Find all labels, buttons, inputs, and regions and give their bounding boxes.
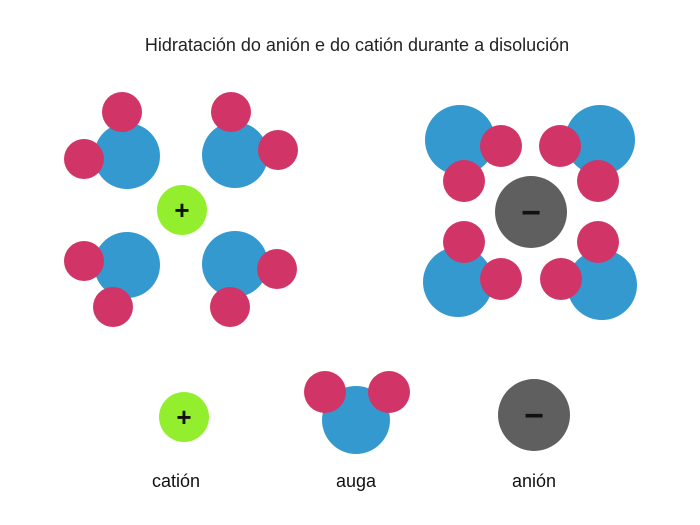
- legend-label-cation: catión: [152, 471, 200, 491]
- anion-minus-sign: −: [524, 397, 544, 435]
- hydrogen-atom: [577, 221, 619, 263]
- cation: +: [157, 185, 207, 235]
- anion-icon: [498, 379, 570, 451]
- oxygen-atom: [423, 247, 493, 317]
- legend-water: auga: [304, 371, 410, 491]
- hydrogen-atom: [539, 125, 581, 167]
- anion-circle: [495, 176, 567, 248]
- oxygen-atom: [425, 105, 495, 175]
- oxygen-atom: [567, 250, 637, 320]
- hydrogen-atom: [102, 92, 142, 132]
- hydrogen-atom: [577, 160, 619, 202]
- hydrogen-atom: [258, 130, 298, 170]
- legend-label-anion: anión: [512, 471, 556, 491]
- hydrogen-atom: [368, 371, 410, 413]
- water-molecule: [202, 92, 298, 188]
- anion-minus-sign: −: [521, 194, 541, 232]
- hydrogen-atom: [480, 125, 522, 167]
- hydrogen-atom: [480, 258, 522, 300]
- hydrated-anion-cluster: −: [423, 105, 637, 320]
- hydrogen-atom: [443, 160, 485, 202]
- hydrogen-atom: [210, 287, 250, 327]
- oxygen-atom: [202, 231, 268, 297]
- hydrogen-atom: [540, 258, 582, 300]
- cation-plus-sign: +: [176, 402, 191, 432]
- hydrogen-atom: [64, 241, 104, 281]
- cation-icon: [159, 392, 209, 442]
- oxygen-atom: [202, 122, 268, 188]
- hydrogen-atom: [257, 249, 297, 289]
- legend-cation: + catión: [152, 392, 209, 491]
- cation-plus-sign: +: [174, 195, 189, 225]
- cation-circle: [157, 185, 207, 235]
- water-molecule: [202, 231, 297, 327]
- diagram-title: Hidratación do anión e do catión durante…: [145, 35, 569, 55]
- hydrated-cation-cluster: +: [64, 92, 298, 327]
- legend-label-water: auga: [336, 471, 377, 491]
- water-molecule: [540, 221, 637, 320]
- hydrogen-atom: [64, 139, 104, 179]
- water-molecule: [539, 105, 635, 202]
- hydrogen-atom: [443, 221, 485, 263]
- water-molecule: [425, 105, 522, 202]
- hydrogen-atom: [304, 371, 346, 413]
- oxygen-atom: [94, 232, 160, 298]
- water-molecule: [64, 232, 160, 327]
- oxygen-atom: [565, 105, 635, 175]
- hydrogen-atom: [93, 287, 133, 327]
- legend-anion: − anión: [498, 379, 570, 491]
- hydrogen-atom: [211, 92, 251, 132]
- anion: −: [495, 176, 567, 248]
- water-molecule: [423, 221, 522, 317]
- water-molecule: [64, 92, 160, 189]
- oxygen-atom: [94, 123, 160, 189]
